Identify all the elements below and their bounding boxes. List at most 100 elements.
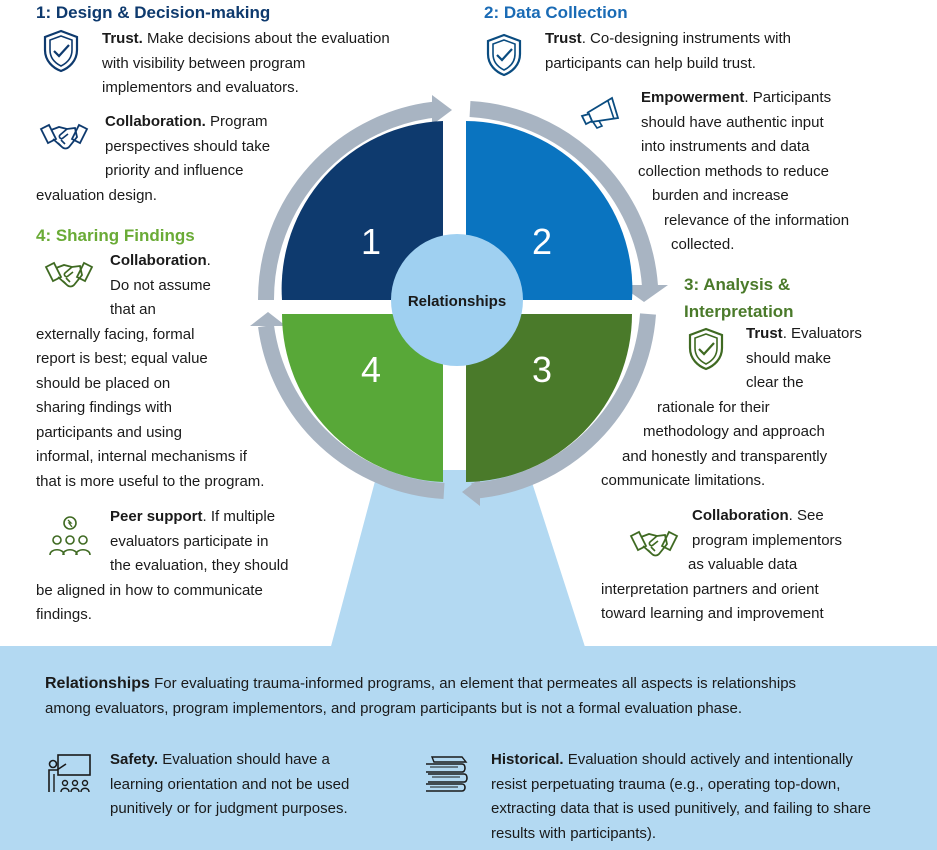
relationships-safety-text: Safety. Evaluation should have a learnin…	[110, 748, 349, 822]
sharing-collaboration-text: Collaboration. Do not assume that an ext…	[36, 249, 264, 494]
quadrant-1-number: 1	[361, 221, 381, 262]
text-line: with visibility between program	[102, 54, 306, 72]
cycle-diagram: 1 2 3 4 Relationships	[250, 95, 668, 650]
data-trust-text: Trust. Co-designing instruments with par…	[545, 27, 791, 76]
relationships-intro: Relationships For evaluating trauma-info…	[45, 672, 796, 721]
text-line: be aligned in how to communicate	[36, 581, 263, 599]
section-2-heading: 2: Data Collection	[484, 3, 628, 22]
text-line: that is more useful to the program.	[36, 472, 265, 490]
text-line: Evaluation should have a	[158, 751, 330, 768]
text-line: . See	[788, 507, 824, 524]
quadrant-3-number: 3	[532, 349, 552, 390]
text-line: . Co-designing instruments with	[581, 30, 791, 47]
cycle-arrows	[257, 101, 658, 499]
text-line: methodology and approach	[643, 423, 825, 440]
text-line: rationale for their	[657, 398, 770, 416]
text-line: .	[206, 252, 211, 269]
text-line: burden and increase	[652, 187, 789, 204]
quadrant-2	[466, 121, 633, 300]
text-line: Make decisions about the evaluation	[142, 30, 390, 47]
shield-check-icon	[41, 28, 81, 74]
text-line: should be placed on	[36, 374, 171, 392]
text-line: participants and using	[36, 423, 182, 441]
text-line: extracting data that is used punitively,…	[491, 800, 871, 817]
text-line: should make	[746, 349, 832, 367]
text-line: program implementors	[692, 531, 843, 549]
text-line: findings.	[36, 606, 92, 623]
handshake-icon	[629, 528, 679, 562]
peer-support-icon	[48, 515, 92, 559]
text-line: Program	[205, 113, 268, 130]
text-line: For evaluating trauma-informed programs,…	[149, 675, 797, 692]
text-line: the evaluation, they should	[110, 557, 289, 574]
sharing-collaboration-label: Collaboration	[110, 252, 207, 269]
text-line: interpretation partners and orient	[601, 580, 819, 598]
text-line: collected.	[671, 236, 735, 253]
arrow-ring-1	[257, 101, 441, 301]
section-1-heading: 1: Design & Decision-making	[36, 3, 271, 22]
design-collaboration-label: Collaboration.	[105, 113, 206, 130]
arrow-head-1	[432, 95, 452, 125]
text-line: evaluators participate in	[110, 532, 269, 550]
quadrant-2-number: 2	[532, 221, 552, 262]
quadrant-4-number: 4	[361, 349, 381, 390]
analysis-trust-text: Trust. Evaluators should make clear the …	[601, 322, 862, 494]
center-label: Relationships	[408, 293, 506, 310]
light-beam	[330, 470, 586, 650]
relationships-panel	[0, 646, 937, 850]
relationships-historical-text: Historical. Evaluation should actively a…	[491, 748, 871, 846]
text-line: evaluation design.	[36, 186, 157, 204]
text-line: report is best; equal value	[36, 350, 208, 367]
text-line: . Evaluators	[782, 325, 862, 342]
text-line: Do not assume	[110, 276, 211, 294]
text-line: participants can help build trust.	[545, 54, 756, 72]
arrow-ring-2	[469, 101, 658, 287]
safety-label: Safety.	[110, 751, 159, 768]
data-trust-label: Trust	[545, 30, 582, 47]
text-line: clear the	[746, 374, 804, 391]
text-line: into instruments and data	[641, 138, 810, 155]
text-line: toward learning and improvement	[601, 605, 824, 622]
text-line: sharing findings with	[36, 399, 172, 416]
design-trust-text: Trust. Make decisions about the evaluati…	[102, 27, 390, 101]
relationships-label: Relationships	[45, 675, 150, 692]
handshake-icon	[39, 121, 89, 155]
text-line: as valuable data	[688, 556, 798, 573]
historical-label: Historical.	[491, 751, 564, 768]
sharing-peer-support-text: Peer support. If multiple evaluators par…	[36, 505, 288, 628]
section-3-heading: 3: Analysis & Interpretation	[684, 271, 794, 325]
text-line: collection methods to reduce	[638, 162, 829, 180]
section-4-heading: 4: Sharing Findings	[36, 226, 195, 245]
text-line: . Participants	[744, 89, 832, 106]
text-line: implementors and evaluators.	[102, 79, 299, 96]
text-line: and honestly and transparently	[622, 447, 828, 465]
text-line: results with participants).	[491, 824, 657, 842]
arrow-ring-4	[258, 324, 445, 499]
text-line: that an	[110, 301, 156, 318]
text-line: resist perpetuating trauma (e.g., operat…	[491, 775, 841, 793]
analysis-trust-label: Trust	[746, 325, 783, 342]
shield-check-icon	[484, 32, 524, 78]
text-line: learning orientation and not be used	[110, 775, 350, 793]
text-line: Evaluation should actively and intention…	[563, 751, 853, 768]
text-line: should have authentic input	[641, 113, 824, 131]
arrow-head-4	[250, 312, 286, 326]
design-collaboration-text: Collaboration. Program perspectives shou…	[36, 110, 296, 208]
center-circle	[391, 234, 523, 366]
text-line: . If multiple	[202, 508, 276, 525]
design-trust-label: Trust.	[102, 30, 143, 47]
text-line: punitively or for judgment purposes.	[110, 800, 348, 817]
text-line: priority and influence	[105, 162, 244, 179]
text-line: relevance of the information	[664, 211, 850, 229]
text-line: externally facing, formal	[36, 325, 195, 343]
books-stack-icon	[422, 754, 472, 794]
megaphone-icon	[578, 94, 624, 130]
teacher-presentation-icon	[46, 752, 94, 796]
text-line: communicate limitations.	[601, 472, 766, 489]
text-line: among evaluators, program implementors, …	[45, 699, 743, 717]
shield-check-icon	[686, 326, 726, 372]
data-empowerment-text: Empowerment. Participants should have au…	[636, 86, 849, 258]
quadrant-1	[281, 121, 443, 300]
handshake-icon	[44, 259, 94, 293]
section-3-heading-line: Interpretation	[684, 302, 794, 321]
